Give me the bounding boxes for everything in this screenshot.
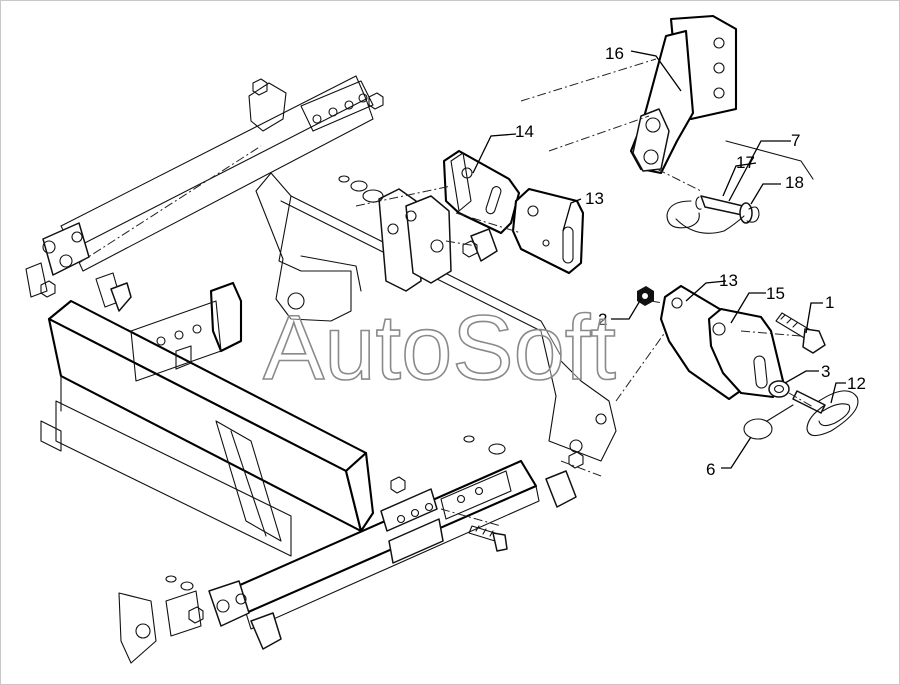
- lower-arm: [229, 459, 540, 630]
- callout-17: 17: [736, 153, 755, 172]
- callout-6: 6: [706, 460, 715, 479]
- mid-bracket: [338, 175, 498, 292]
- callout-13-lower: 13: [719, 271, 738, 290]
- callout-1: 1: [825, 293, 834, 312]
- callout-labels: 16 14 13 7 17 18 13 15 1 2 3 12 6: [515, 44, 866, 479]
- upper-bent-arm: [255, 172, 617, 508]
- left-lower-clevis: [118, 575, 282, 664]
- callout-3: 3: [821, 362, 830, 381]
- callout-18: 18: [785, 173, 804, 192]
- assembly-lines: [78, 58, 814, 527]
- callout-14: 14: [515, 122, 534, 141]
- upper-rail: [60, 75, 384, 272]
- right-assembly: [637, 284, 859, 440]
- pin-assembly-7: [666, 140, 814, 234]
- callout-2: 2: [598, 310, 607, 329]
- watermark: AutoSoft: [263, 297, 616, 399]
- leader-lines: [472, 50, 846, 469]
- callout-16: 16: [605, 44, 624, 63]
- callout-7: 7: [791, 131, 800, 150]
- callout-15: 15: [766, 284, 785, 303]
- small-bolt: [463, 435, 508, 552]
- plate-14: [442, 149, 521, 235]
- left-upper-clevis: [25, 222, 132, 312]
- callout-12: 12: [847, 374, 866, 393]
- callout-13-upper: 13: [585, 189, 604, 208]
- link-16: [629, 14, 738, 175]
- plate-13-upper: [511, 187, 585, 275]
